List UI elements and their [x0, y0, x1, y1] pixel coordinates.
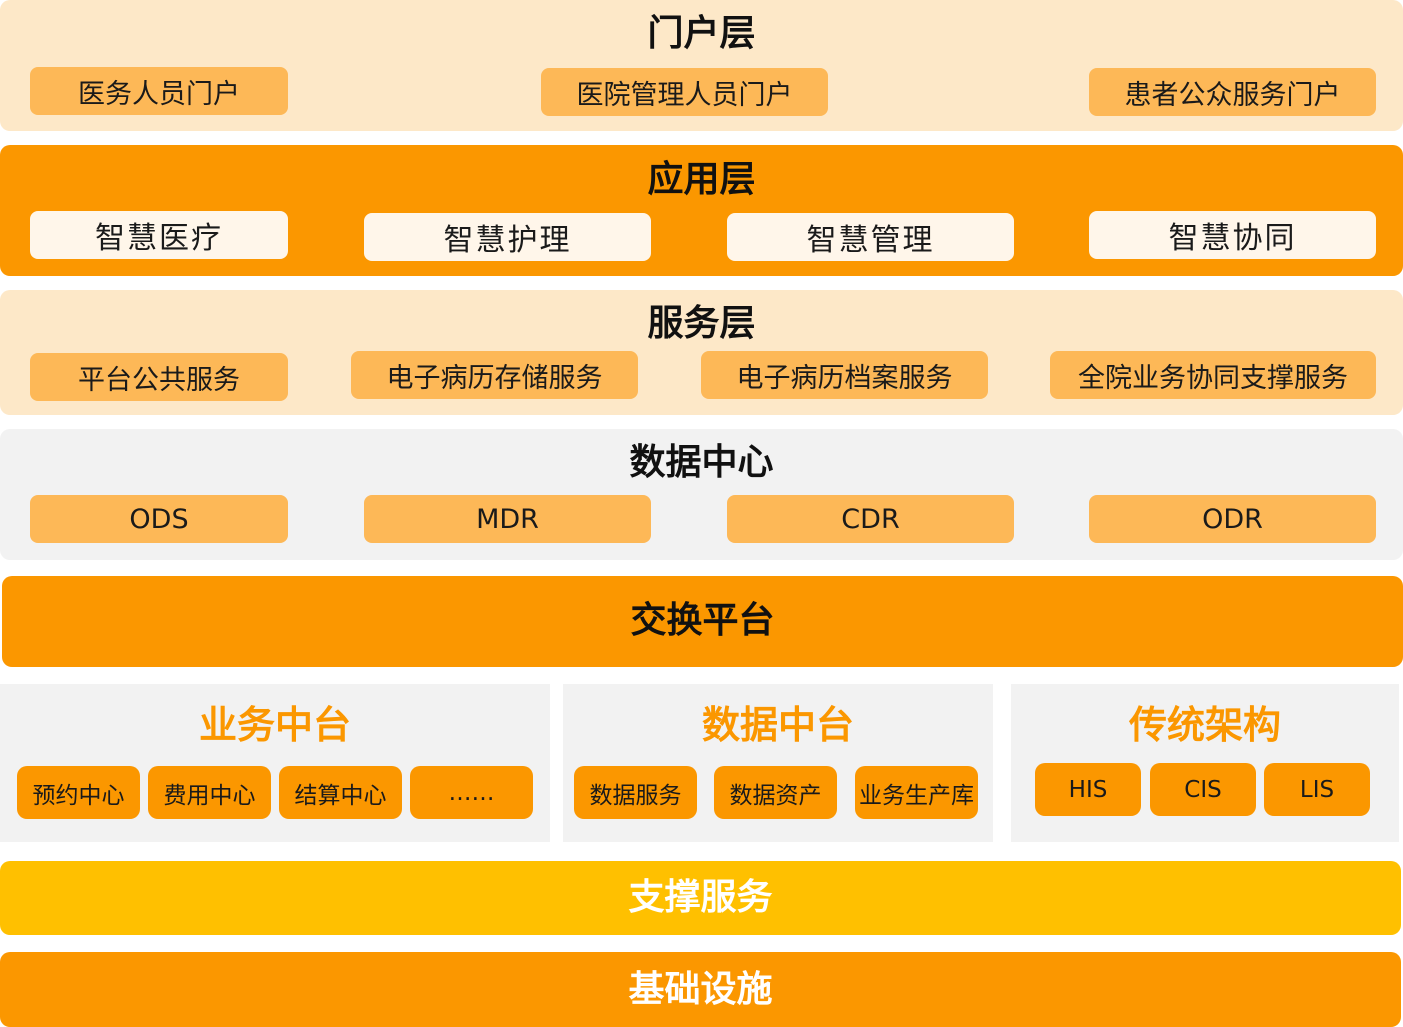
service-item-emr-storage: 电子病历存储服务: [351, 351, 638, 399]
legacy-architecture-panel: 传统架构 HIS CIS LIS: [1011, 684, 1399, 842]
support-services-layer: 支撑服务: [0, 861, 1401, 935]
business-item-billing-center: 费用中心: [148, 766, 271, 819]
data-platform-title: 数据中台: [701, 703, 854, 747]
data-center-item-mdr: MDR: [364, 495, 651, 543]
business-platform-panel: 业务中台 预约中心 费用中心 结算中心 ……: [0, 684, 550, 842]
service-item-emr-archive: 电子病历档案服务: [701, 351, 988, 399]
portal-layer-title: 门户层: [647, 13, 756, 54]
data-center-layer-title: 数据中心: [629, 442, 774, 483]
data-platform-item-production-db: 业务生产库: [855, 766, 978, 819]
service-layer-title: 服务层: [647, 303, 756, 344]
business-item-appointment-center: 预约中心: [17, 766, 140, 819]
portal-item-medical-staff: 医务人员门户: [30, 67, 288, 115]
business-item-ellipsis: ……: [410, 766, 533, 819]
data-center-item-ods: ODS: [30, 495, 288, 543]
application-item-smart-management: 智慧管理: [727, 213, 1014, 261]
data-platform-panel: 数据中台 数据服务 数据资产 业务生产库: [563, 684, 993, 842]
data-platform-item-data-assets: 数据资产: [714, 766, 837, 819]
application-item-smart-collaboration: 智慧协同: [1089, 211, 1376, 259]
portal-item-patient-public: 患者公众服务门户: [1089, 68, 1376, 116]
application-layer: 应用层 智慧医疗 智慧护理 智慧管理 智慧协同: [0, 145, 1403, 276]
data-center-layer: 数据中心 ODS MDR CDR ODR: [0, 429, 1403, 560]
business-item-settlement-center: 结算中心: [279, 766, 402, 819]
data-center-item-cdr: CDR: [727, 495, 1014, 543]
portal-layer: 门户层 医务人员门户 医院管理人员门户 患者公众服务门户: [0, 0, 1403, 131]
application-item-smart-nursing: 智慧护理: [364, 213, 651, 261]
infrastructure-title: 基础设施: [628, 969, 773, 1010]
exchange-platform-title: 交换平台: [630, 600, 775, 641]
exchange-platform-layer: 交换平台: [2, 576, 1403, 667]
support-services-title: 支撑服务: [628, 877, 773, 918]
service-item-hospital-collaboration: 全院业务协同支撑服务: [1050, 351, 1376, 399]
legacy-architecture-title: 传统架构: [1128, 703, 1281, 747]
legacy-item-his: HIS: [1035, 763, 1141, 816]
infrastructure-layer: 基础设施: [0, 952, 1401, 1027]
data-center-item-odr: ODR: [1089, 495, 1376, 543]
application-layer-title: 应用层: [647, 159, 756, 200]
legacy-item-lis: LIS: [1264, 763, 1370, 816]
business-platform-title: 业务中台: [198, 703, 351, 747]
service-layer: 服务层 平台公共服务 电子病历存储服务 电子病历档案服务 全院业务协同支撑服务: [0, 290, 1403, 415]
application-item-smart-medical: 智慧医疗: [30, 211, 288, 259]
portal-item-hospital-admin: 医院管理人员门户: [541, 68, 828, 116]
legacy-item-cis: CIS: [1150, 763, 1256, 816]
data-platform-item-data-service: 数据服务: [574, 766, 697, 819]
service-item-platform-public: 平台公共服务: [30, 353, 288, 401]
